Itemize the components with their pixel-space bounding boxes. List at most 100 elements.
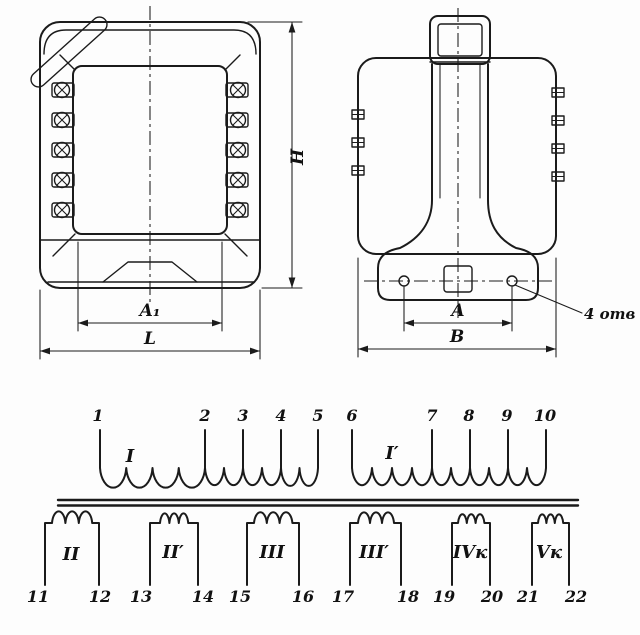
dim-B-extension-lines <box>357 257 557 358</box>
front-shell-outline <box>39 21 261 289</box>
side-left-tabs <box>351 109 365 176</box>
terminal-tab <box>51 82 75 98</box>
dim-A-arrow-right <box>502 319 512 327</box>
terminal-head <box>53 171 71 189</box>
dim-A-arrow-left <box>404 319 414 327</box>
terminal-head <box>229 201 247 219</box>
terminal-label-19: 19 <box>433 587 455 606</box>
terminal-label-4: 4 <box>275 406 286 425</box>
dim-label-A1: A₁ <box>138 301 161 321</box>
front-view <box>30 6 261 302</box>
side-core-outline <box>357 57 557 255</box>
terminal-label-11: 11 <box>27 587 49 606</box>
dim-L-arrow-right <box>250 347 260 355</box>
dim-A1-arrow-left <box>78 319 88 327</box>
dim-H-arrow-bottom <box>288 277 296 288</box>
terminal-head <box>53 141 71 159</box>
dim-label-L: L <box>143 329 156 349</box>
dim-L-extension-lines <box>39 289 261 360</box>
terminal-cross <box>56 84 68 96</box>
holes-leader-line <box>514 284 583 314</box>
winding-IVk-label: IVк <box>452 542 488 563</box>
side-view <box>351 8 565 318</box>
terminal-label-15: 15 <box>229 587 251 606</box>
terminal-label-16: 16 <box>292 587 314 606</box>
terminal-label-3: 3 <box>237 406 248 425</box>
front-left-terminals <box>51 81 75 219</box>
terminal-label-17: 17 <box>332 587 354 606</box>
terminal-label-9: 9 <box>501 406 512 425</box>
terminal-head <box>53 81 71 99</box>
terminal-cross <box>56 114 68 126</box>
terminal-label-12: 12 <box>89 587 111 606</box>
side-center-hole <box>443 265 473 293</box>
winding-III-prime-coil <box>349 511 402 586</box>
terminal-tab <box>225 112 249 128</box>
winding-I-label: I <box>125 446 135 467</box>
terminal-head <box>229 81 247 99</box>
terminal-label-22: 22 <box>564 587 587 606</box>
front-view-dimensions: H A₁ L <box>39 21 308 360</box>
winding-I-prime-coil <box>351 429 547 487</box>
winding-II-prime-label: II′ <box>161 542 184 563</box>
front-right-terminals <box>225 81 249 219</box>
dim-B-arrow-left <box>358 345 368 353</box>
terminal-head <box>229 111 247 129</box>
terminal-label-10: 10 <box>534 406 556 425</box>
dim-B-arrow-right <box>546 345 556 353</box>
terminal-cross <box>232 144 244 156</box>
winding-IVk-coil <box>451 513 491 586</box>
winding-I-taps <box>204 429 282 469</box>
side-top-cap-inner <box>437 23 483 57</box>
winding-III-label: III <box>258 542 285 563</box>
dim-label-A: A <box>449 301 464 321</box>
winding-I-prime-taps <box>431 429 509 469</box>
winding-I-coil <box>99 429 319 489</box>
front-coil-window <box>72 65 228 235</box>
dim-A1-arrow-right <box>212 319 222 327</box>
terminal-tab <box>225 202 249 218</box>
winding-schematic: I I′ II II′ III III′ IVк Vк 1 2 3 4 5 6 … <box>27 406 587 606</box>
terminal-label-8: 8 <box>462 406 474 425</box>
dim-A1-extension-lines <box>77 241 223 332</box>
front-shell-inner-top-line <box>43 29 257 55</box>
terminal-cross <box>56 204 68 216</box>
terminal-tab <box>51 172 75 188</box>
terminal-head <box>53 201 71 219</box>
terminal-cross <box>232 114 244 126</box>
terminal-head <box>53 111 71 129</box>
terminal-head <box>229 141 247 159</box>
winding-Vk-coil <box>531 513 570 586</box>
side-bobbin-outline <box>377 63 539 301</box>
winding-II-label: II <box>62 544 80 565</box>
front-base-trapezoid <box>102 261 198 283</box>
terminal-cross <box>232 174 244 186</box>
terminal-label-6: 6 <box>346 406 357 425</box>
dim-H-extension-lines <box>247 21 303 289</box>
front-clamp-strap <box>30 16 108 88</box>
terminal-tab <box>51 202 75 218</box>
terminal-label-18: 18 <box>397 587 419 606</box>
terminal-cross <box>56 174 68 186</box>
terminal-label-21: 21 <box>516 587 539 606</box>
terminal-tab <box>225 82 249 98</box>
terminal-label-14: 14 <box>192 587 214 606</box>
winding-III-prime-label: III′ <box>358 542 389 563</box>
winding-Vk-label: Vк <box>536 542 563 563</box>
terminal-label-7: 7 <box>426 406 437 425</box>
terminal-cross <box>56 144 68 156</box>
terminal-tab <box>225 172 249 188</box>
dim-A-extension-lines <box>403 286 513 332</box>
terminal-tab <box>51 142 75 158</box>
mounting-hole-right <box>506 275 518 287</box>
mounting-hole-left <box>398 275 410 287</box>
terminal-cross <box>232 84 244 96</box>
dim-L-arrow-left <box>40 347 50 355</box>
terminal-tab <box>51 112 75 128</box>
terminal-tab <box>225 142 249 158</box>
terminal-head <box>229 171 247 189</box>
terminal-cross <box>232 204 244 216</box>
terminal-label-2: 2 <box>198 406 210 425</box>
